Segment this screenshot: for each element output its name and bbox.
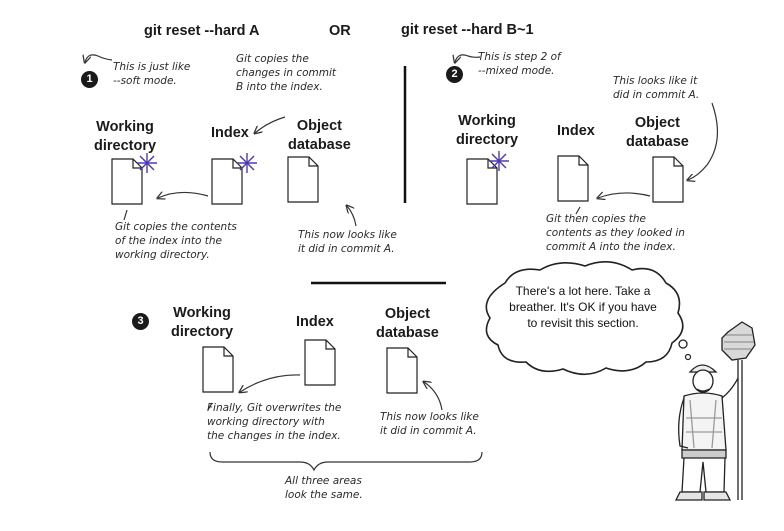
doc-index-2	[557, 155, 589, 202]
command-hard-b1: git reset --hard B~1	[401, 22, 534, 38]
change-star-icon	[137, 153, 157, 173]
arrow	[575, 206, 581, 215]
change-star-icon	[237, 153, 257, 173]
doc-working-directory-1	[111, 158, 143, 205]
note-finally-overwrites: Finally, Git overwrites the working dire…	[207, 402, 342, 442]
arrow	[424, 382, 443, 411]
command-hard-a: git reset --hard A	[144, 23, 260, 39]
or-label: OR	[329, 23, 351, 39]
thought-dot	[684, 353, 692, 361]
arrow	[158, 192, 209, 198]
note-git-then-copies: Git then copies the contents as they loo…	[546, 213, 685, 253]
doc-object-database-1	[287, 156, 319, 203]
label-object-database: Object database	[288, 118, 351, 153]
note-now-looks-like-a: This now looks like it did in commit A.	[380, 411, 479, 437]
arrow	[85, 54, 113, 62]
label-working-directory: Working directory	[456, 113, 519, 148]
arrow	[255, 116, 286, 133]
doc-object-database-3	[386, 347, 418, 394]
arrow	[598, 193, 651, 198]
doc-index-1	[211, 158, 243, 205]
arrow	[207, 402, 213, 411]
worker-illustration	[674, 321, 756, 501]
speech-bubble-text: There's a lot here. Take a breather. It'…	[509, 284, 657, 330]
label-object-database: Object database	[376, 306, 439, 341]
arrow	[455, 54, 481, 62]
thought-dot	[678, 339, 688, 349]
speech-bubble-cloud	[485, 261, 684, 376]
arrow	[347, 206, 357, 227]
note-git-copies-commit: Git copies the changes in commit B into …	[236, 53, 337, 93]
note-step2-mixed: This is step 2 of --mixed mode.	[478, 51, 561, 77]
brace	[209, 451, 483, 472]
doc-object-database-2	[652, 156, 684, 203]
label-index: Index	[557, 123, 595, 139]
step-1-badge: 1	[81, 71, 98, 88]
step-3-badge: 3	[132, 313, 149, 330]
arrow	[688, 102, 719, 180]
label-index: Index	[211, 125, 249, 141]
arrow	[240, 374, 301, 392]
label-working-directory: Working directory	[94, 119, 157, 154]
label-working-directory: Working directory	[171, 305, 234, 340]
step-2-badge: 2	[446, 66, 463, 83]
note-copies-index-to-wd: Git copies the contents of the index int…	[115, 221, 237, 261]
label-index: Index	[296, 314, 334, 330]
doc-index-3	[304, 339, 336, 386]
change-star-icon	[489, 151, 509, 171]
arrow	[123, 209, 128, 221]
label-object-database: Object database	[626, 115, 689, 150]
note-now-looks-like-a: This now looks like it did in commit A.	[298, 229, 397, 255]
note-looks-like-commit-a: This looks like it did in commit A.	[613, 75, 700, 101]
doc-working-directory-2	[466, 158, 498, 205]
note-soft-mode: This is just like --soft mode.	[113, 61, 191, 87]
doc-working-directory-3	[202, 346, 234, 393]
note-all-three-same: All three areas look the same.	[285, 475, 363, 501]
